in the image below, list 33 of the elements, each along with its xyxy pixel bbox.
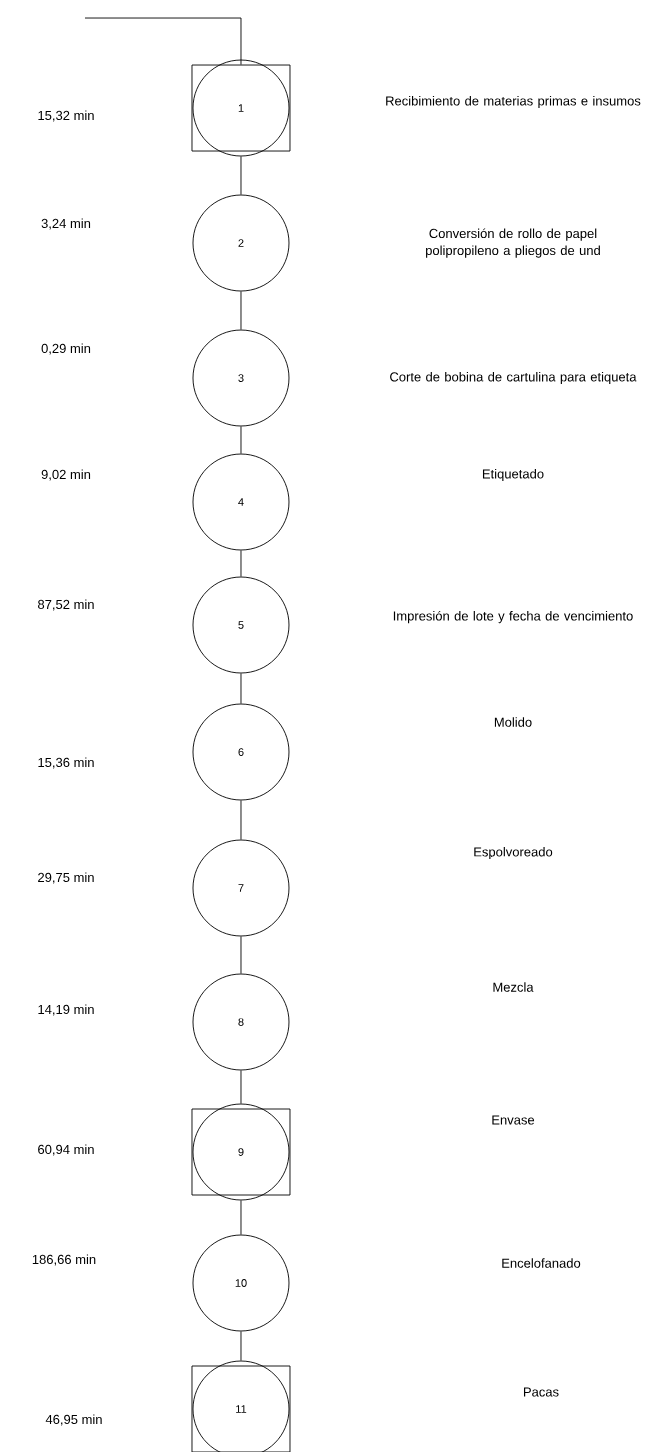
connector-line — [240, 1200, 242, 1235]
duration-label: 0,29 min — [41, 343, 91, 355]
step-description: Recibimiento de materias primas e insumos — [386, 95, 641, 109]
duration-label: 46,95 min — [45, 1414, 102, 1426]
step-description: Mezcla — [493, 982, 534, 992]
connector-line — [240, 936, 242, 974]
step-description: Envase — [492, 1115, 535, 1125]
step-description: Conversión de rollo de papel polipropileno a pliegos de und — [426, 228, 600, 258]
duration-label: 14,19 min — [38, 1004, 94, 1016]
step-description: Encelofanado — [502, 1258, 581, 1268]
duration-label: 9,02 min — [41, 469, 91, 481]
duration-label: 15,32 min — [38, 110, 94, 122]
duration-label: 3,24 min — [41, 218, 91, 230]
connector-line — [240, 291, 242, 330]
connector-line — [240, 426, 242, 454]
connector-line — [240, 1331, 242, 1361]
step-description: Molido — [494, 717, 532, 727]
duration-label: 60,94 min — [38, 1144, 94, 1156]
step-description: Impresión de lote y fecha de vencimiento — [393, 610, 633, 624]
duration-label: 87,52 min — [38, 599, 94, 611]
duration-label: 29,75 min — [38, 872, 94, 884]
duration-label: 15,36 min — [38, 757, 94, 769]
connector-line — [84, 17, 242, 65]
duration-label: 186,66 min — [32, 1254, 96, 1266]
step-description: Pacas — [524, 1387, 559, 1397]
connector-line — [240, 1070, 242, 1104]
connector-line — [240, 550, 242, 578]
step-description: Corte de bobina de cartulina para etiqueta — [390, 371, 637, 385]
connector-line — [240, 156, 242, 195]
connector-line — [240, 800, 242, 840]
step-description: Etiquetado — [483, 468, 544, 482]
step-description: Espolvoreado — [474, 846, 553, 860]
connector-line — [240, 673, 242, 704]
